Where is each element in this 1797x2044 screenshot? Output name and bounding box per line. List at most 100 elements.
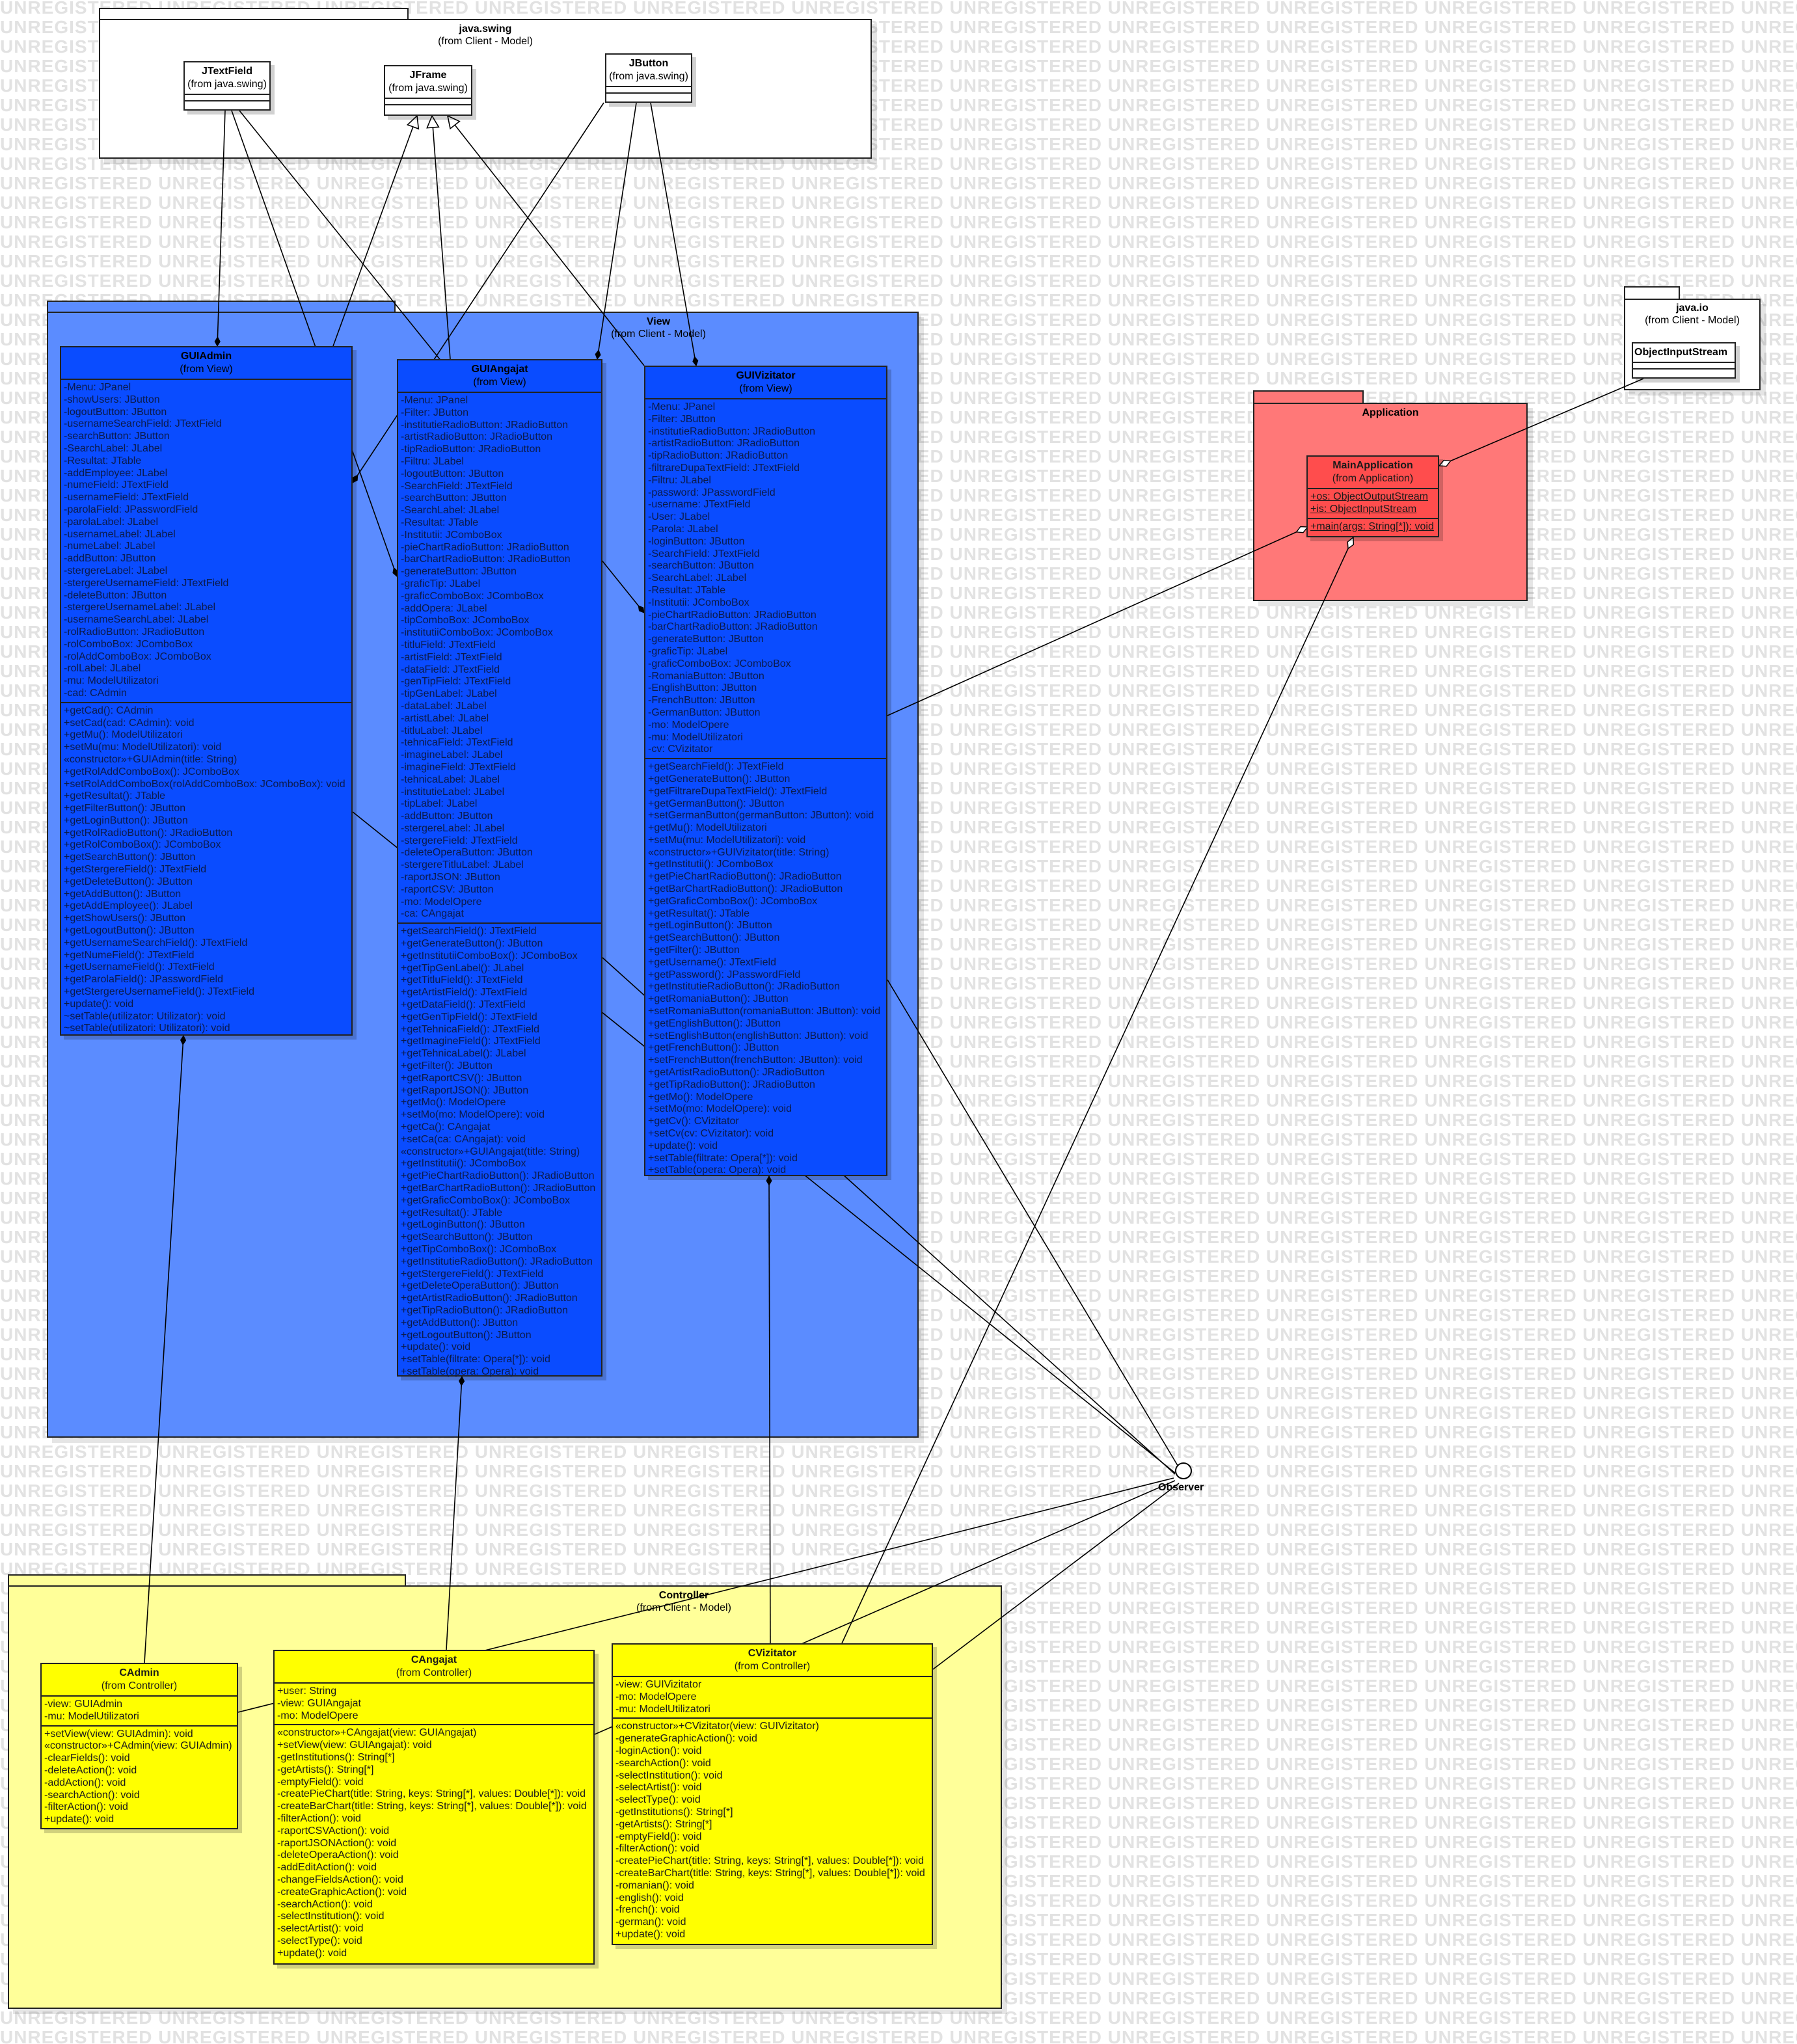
class-name: GUIVizitator <box>736 370 796 381</box>
class-member: -usernameField: JTextField <box>64 492 189 504</box>
class-member: -getInstitutions(): String[*] <box>615 1806 733 1818</box>
class-member: +setTable(filtrate: Opera[*]): void <box>648 1152 798 1164</box>
class-member: +getTipRadioButton(): JRadioButton <box>648 1079 815 1090</box>
class-member: +getGenerateButton(): JButton <box>648 773 790 785</box>
class-member: +getMu(): ModelUtilizatori <box>64 729 183 741</box>
class-member: +update(): void <box>277 1947 347 1959</box>
class-member: -addAction(): void <box>44 1777 126 1788</box>
class-cvizitator[interactable]: CVizitator(from Controller) -view: GUIVi… <box>612 1643 933 1945</box>
class-member: -pieChartRadioButton: JRadioButton <box>401 541 569 553</box>
class-member: +getDeleteOperaButton(): JButton <box>401 1280 559 1292</box>
class-member: +getLogoutButton(): JButton <box>401 1329 532 1341</box>
class-member: -mo: ModelOpere <box>277 1710 358 1721</box>
class-member: -deleteButton: JButton <box>64 589 167 601</box>
class-guiangajat[interactable]: GUIAngajat(from View) -Menu: JPanel-Filt… <box>397 359 602 1377</box>
class-member: -tipComboBox: JComboBox <box>401 615 530 626</box>
class-member: -clearFields(): void <box>44 1753 130 1764</box>
class-objectinputstream[interactable]: ObjectInputStream <box>1632 342 1736 379</box>
class-member: -SearchLabel: JLabel <box>64 442 163 454</box>
class-member: «constructor»+CAngajat(view: GUIAngajat) <box>277 1727 477 1739</box>
class-member: -selectInstitution(): void <box>615 1769 723 1781</box>
aggregation-cvizitator-mainapp <box>841 537 1353 1644</box>
class-member: +getSearchButton(): JButton <box>64 852 196 863</box>
class-member: -institutiiComboBox: JComboBox <box>401 627 553 639</box>
class-member: -createBarChart(title: String, keys: Str… <box>277 1801 587 1812</box>
class-member: +setGermanButton(germanButton: JButton):… <box>648 810 874 822</box>
class-member: -createPieChart(title: String, keys: Str… <box>277 1788 586 1800</box>
attributes-section: +user: String-view: GUIAngajat-mo: Model… <box>275 1684 593 1726</box>
class-member: -titluField: JTextField <box>401 639 496 651</box>
methods-section: +setView(view: GUIAdmin): void«construct… <box>42 1727 237 1828</box>
class-jtextfield[interactable]: JTextField(from java.swing) <box>183 61 271 111</box>
class-member: +getStergereUsernameField(): JTextField <box>64 986 255 998</box>
class-member: -raportCSV: JButton <box>401 883 494 895</box>
class-member: +getInstitutii(): JComboBox <box>401 1158 526 1170</box>
class-member: +setCa(ca: CAngajat): void <box>401 1133 526 1145</box>
class-member: +getRomaniaButton(): JButton <box>648 993 789 1005</box>
class-member: +setMu(mu: ModelUtilizatori): void <box>64 742 222 753</box>
class-member: -stergereLabel: JLabel <box>401 822 505 834</box>
class-member: +getArtistRadioButton(): JRadioButton <box>401 1293 578 1304</box>
class-member: +getInstitutii(): JComboBox <box>648 859 774 870</box>
class-member: -stergereTitluLabel: JLabel <box>401 859 524 871</box>
class-cangajat[interactable]: CAngajat(from Controller) +user: String-… <box>273 1650 595 1965</box>
methods-section: «constructor»+CAngajat(view: GUIAngajat)… <box>275 1725 593 1961</box>
class-guivizitator[interactable]: GUIVizitator(from View) -Menu: JPanel-Fi… <box>644 366 887 1176</box>
methods-section: +getSearchField(): JTextField+getGenerat… <box>398 924 601 1380</box>
composition-jbutton-guiangajat <box>595 102 637 360</box>
class-member: +setTable(filtrate: Opera[*]): void <box>401 1354 550 1365</box>
class-member: -selectArtist(): void <box>615 1782 702 1794</box>
class-name: GUIAdmin <box>180 351 232 362</box>
class-member: -tipLabel: JLabel <box>401 798 478 810</box>
class-member: +getGraficComboBox(): JComboBox <box>648 895 818 907</box>
class-guiadmin[interactable]: GUIAdmin(from View) -Menu: JPanel-showUs… <box>60 346 353 1036</box>
class-member: -addButton: JButton <box>64 553 156 565</box>
class-member: +getUsername(): JTextField <box>648 956 776 968</box>
class-member: +getGenTipField(): JTextField <box>401 1011 537 1023</box>
class-member: +getBarChartRadioButton(): JRadioButton <box>401 1183 596 1194</box>
class-member: +getGraficComboBox(): JComboBox <box>401 1194 571 1206</box>
class-member: -searchButton: JButton <box>648 560 754 572</box>
class-member: -SearchField: JTextField <box>648 548 760 559</box>
class-mainapplication[interactable]: MainApplication(from Application) +os: O… <box>1306 455 1439 537</box>
class-member: -SearchField: JTextField <box>401 480 513 492</box>
class-member: -Institutii: JComboBox <box>401 529 502 541</box>
class-name: GUIAngajat <box>471 364 528 375</box>
attributes-section: -view: GUIAdmin-mu: ModelUtilizatori <box>42 1697 237 1727</box>
class-member: «constructor»+CAdmin(view: GUIAdmin) <box>44 1740 232 1752</box>
class-origin: (from Controller) <box>734 1661 811 1672</box>
composition-jbutton-guiadmin <box>352 102 604 483</box>
class-member: +getStergereField(): JTextField <box>401 1268 544 1280</box>
class-member: -view: GUIAngajat <box>277 1697 361 1709</box>
class-member: +getBarChartRadioButton(): JRadioButton <box>648 883 843 895</box>
class-member: +getLoginButton(): JButton <box>401 1219 525 1231</box>
class-member: +getFilter(): JButton <box>648 945 740 956</box>
class-member: -usernameSearchField: JTextField <box>64 418 222 430</box>
class-member: -german(): void <box>615 1916 686 1928</box>
class-member: +getInstitutieRadioButton(): JRadioButto… <box>401 1256 593 1267</box>
class-member: +getPieChartRadioButton(): JRadioButton <box>401 1170 595 1182</box>
class-member: +update(): void <box>44 1814 115 1825</box>
class-member: -filtrareDupaTextField: JTextField <box>648 462 800 474</box>
class-jbutton[interactable]: JButton(from java.swing) <box>605 53 692 103</box>
class-member: +getUsernameSearchField(): JTextField <box>64 937 248 948</box>
class-member: ~setTable(utilizatori: Utilizatori): voi… <box>64 1023 230 1034</box>
class-member: -imagineLabel: JLabel <box>401 749 503 761</box>
package-title: Controller <box>658 1590 709 1601</box>
class-member: -artistLabel: JLabel <box>401 712 489 724</box>
generalization-guiangajat-jframe <box>426 114 451 360</box>
attributes-section: -view: GUIVizitator-mo: ModelOpere-mu: M… <box>613 1677 932 1719</box>
class-jframe[interactable]: JFrame(from java.swing) <box>384 65 472 116</box>
class-member: +getFilter(): JButton <box>401 1060 493 1072</box>
class-member: -stergereField: JTextField <box>401 835 518 846</box>
class-member: -Menu: JPanel <box>401 395 468 406</box>
class-member: +getPassword(): JPasswordField <box>648 969 801 980</box>
class-member: -parolaLabel: JLabel <box>64 516 158 528</box>
class-cadmin[interactable]: CAdmin(from Controller) -view: GUIAdmin-… <box>40 1663 238 1829</box>
class-member: -filterAction(): void <box>277 1812 361 1824</box>
class-member: -filterAction(): void <box>615 1843 699 1855</box>
class-member: +user: String <box>277 1686 337 1697</box>
class-member: +getAddButton(): JButton <box>401 1317 519 1328</box>
class-member: -deleteOperaButton: JButton <box>401 847 533 859</box>
attributes-section: +os: ObjectOutputStream+is: ObjectInputS… <box>1308 489 1438 519</box>
